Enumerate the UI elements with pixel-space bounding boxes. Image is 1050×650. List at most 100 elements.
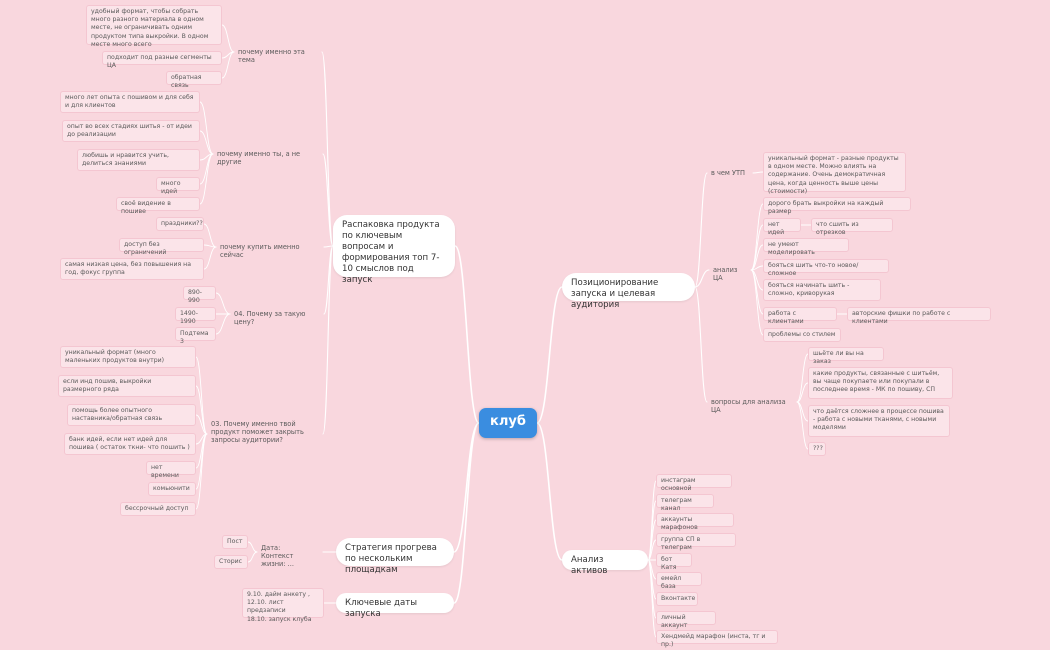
leaf-asset-6[interactable]: емейл база: [656, 572, 702, 590]
subtopic-why-you[interactable]: почему именно ты, а не другие: [217, 150, 301, 167]
root-node[interactable]: клуб: [479, 408, 537, 438]
leaf-product-4[interactable]: банк идей, если нет идей для пошива ( ос…: [64, 433, 196, 455]
connector-yp-3: [195, 414, 208, 435]
connector-pos-utp: [694, 172, 708, 288]
leaf-why-now-3[interactable]: самая низкая цена, без повышения на год,…: [60, 258, 204, 280]
leaf-product-3[interactable]: помощь более опытного наставника/обратна…: [67, 404, 196, 426]
connector-an-1: [750, 203, 764, 271]
leaf-asset-5[interactable]: бот Катя: [656, 553, 692, 571]
leaf-analysis-5[interactable]: бояться начинать шить - сложно, криворук…: [763, 279, 881, 301]
leaf-question-2[interactable]: какие продукты, связанные с шитьём, вы ч…: [808, 367, 953, 399]
leaf-product-1[interactable]: уникальный формат (много маленьких проду…: [60, 346, 196, 368]
subtopic-price[interactable]: 04. Почему за такую цену?: [234, 310, 306, 327]
subtopic-analysis[interactable]: анализ ЦА: [713, 266, 738, 283]
topic-assets[interactable]: Анализ активов: [562, 550, 648, 576]
subtopic-your-product[interactable]: 03. Почему именно твой продукт поможет з…: [211, 420, 304, 445]
leaf-analysis-3[interactable]: не умеют моделировать: [763, 238, 849, 256]
leaf-why-you-3[interactable]: любишь и нравится учить, делиться знания…: [77, 149, 200, 171]
connector-wt-1: [221, 24, 235, 53]
leaf-analysis-6[interactable]: работа с клиентами: [763, 307, 837, 325]
leaf-asset-8[interactable]: личный аккаунт: [656, 611, 716, 629]
leaf-utp[interactable]: уникальный формат - разные продукты в од…: [763, 152, 906, 195]
connector-an-3: [750, 244, 764, 271]
connector-q-2: [796, 382, 809, 403]
connector-wn-3: [203, 246, 217, 270]
connector-root-positioning: [536, 286, 563, 424]
subtopic-why-now[interactable]: почему купить именно сейчас: [220, 243, 300, 260]
topic-warmup[interactable]: Стратегия прогрева по нескольким площадк…: [336, 538, 454, 575]
connector-unpack-4: [322, 245, 334, 435]
leaf-asset-1[interactable]: инстаграм основной: [656, 474, 732, 492]
leaf-why-you-2[interactable]: опыт во всех стадиях шитья - от идеи до …: [62, 120, 200, 142]
leaf-why-you-4[interactable]: много идей: [156, 177, 200, 195]
leaf-analysis-6-child[interactable]: авторские фишки по работе с клиентами: [847, 307, 991, 325]
connector-wy-2: [199, 130, 214, 155]
topic-positioning[interactable]: Позиционирование запуска и целевая аудит…: [562, 273, 695, 310]
connector-root-dates: [453, 422, 480, 604]
connector-yp-7: [195, 433, 208, 510]
connector-root-warmup: [453, 422, 480, 553]
connector-root-assets: [536, 422, 563, 561]
leaf-why-now-1[interactable]: праздники??: [156, 217, 204, 231]
leaf-why-topic-2[interactable]: подходит под разные сегменты ЦА: [102, 51, 222, 69]
connector-yp-2: [195, 385, 208, 435]
connector-yp-1: [195, 356, 208, 435]
leaf-analysis-7[interactable]: проблемы со стилем: [763, 328, 841, 342]
connector-wt-3: [221, 51, 235, 79]
leaf-question-3[interactable]: что даётся сложнее в процессе пошива - р…: [808, 405, 950, 437]
leaf-product-6[interactable]: комьюнити: [148, 482, 196, 496]
connector-unpack-0: [321, 51, 334, 247]
connector-utp-leaf: [752, 171, 764, 174]
connector-q-4: [796, 401, 809, 450]
leaf-warmup-stories[interactable]: Сторис: [214, 555, 248, 569]
connector-pos-analysis: [694, 269, 710, 288]
connector-as-9: [647, 559, 657, 638]
leaf-analysis-4[interactable]: бояться шить что-то новое/сложное: [763, 259, 889, 277]
connector-pr-3: [215, 313, 231, 335]
subtopic-utp[interactable]: в чем УТП: [711, 169, 746, 177]
connector-pr-1: [215, 292, 231, 315]
connector-as-3: [647, 519, 657, 561]
leaf-product-2[interactable]: если инд пошив, выкройки размерного ряда: [58, 375, 196, 397]
leaf-why-topic-3[interactable]: обратная связь: [166, 71, 222, 89]
leaf-why-now-2[interactable]: доступ без ограничений: [119, 238, 204, 256]
leaf-why-topic-1[interactable]: удобный формат, чтобы собрать много разн…: [86, 5, 222, 48]
subtopic-why-topic[interactable]: почему именно эта тема: [238, 48, 305, 65]
connector-an-7: [750, 269, 764, 336]
connector-unpack-1: [322, 153, 334, 247]
connector-as-4: [647, 539, 657, 561]
leaf-asset-2[interactable]: телеграм канал: [656, 494, 714, 512]
leaf-question-1[interactable]: шьёте ли вы на заказ: [808, 347, 884, 365]
connector-an-6: [750, 269, 764, 315]
connector-wn-1: [203, 223, 217, 248]
leaf-product-5[interactable]: нет времени: [146, 461, 196, 479]
connector-wy-5: [199, 153, 214, 205]
leaf-price-1[interactable]: 890-990: [183, 286, 216, 304]
subtopic-warmup-date[interactable]: Дата: Контекст жизни: ...: [261, 544, 294, 569]
connector-an-2: [750, 224, 764, 271]
leaf-asset-4[interactable]: группа СП в телеграм: [656, 533, 736, 551]
leaf-analysis-2-child[interactable]: что сшить из отрезков: [811, 218, 893, 236]
connector-yp-6: [195, 433, 208, 490]
leaf-asset-9[interactable]: Хендмейд марафон (инста, тг и пр.): [656, 630, 778, 648]
leaf-analysis-2[interactable]: нет идей: [763, 218, 801, 236]
leaf-why-you-1[interactable]: много лет опыта с пошивом и для себя и д…: [60, 91, 200, 113]
leaf-dates[interactable]: 9.10. дайм анкету , 12.10. лист предзапи…: [242, 588, 324, 623]
subtopic-questions[interactable]: вопросы для анализа ЦА: [711, 398, 786, 415]
connector-root-unpack: [454, 245, 480, 424]
leaf-asset-3[interactable]: аккаунты марафонов: [656, 513, 734, 531]
topic-unpack[interactable]: Распаковка продукта по ключевым вопросам…: [333, 215, 455, 285]
leaf-price-3[interactable]: Подтема 3: [175, 327, 216, 345]
leaf-asset-7[interactable]: Вконтакте: [656, 592, 698, 606]
leaf-why-you-5[interactable]: своё видение в пошиве: [116, 197, 200, 215]
connector-q-1: [796, 353, 809, 403]
leaf-product-7[interactable]: бессрочный доступ: [120, 502, 196, 516]
leaf-question-4[interactable]: ???: [808, 442, 826, 456]
connector-warm-post: [247, 541, 258, 553]
leaf-warmup-post[interactable]: Пост: [222, 535, 248, 549]
leaf-price-2[interactable]: 1490-1990: [175, 307, 216, 325]
topic-dates[interactable]: Ключевые даты запуска: [336, 593, 454, 619]
leaf-analysis-1[interactable]: дорого брать выкройки на каждый размер: [763, 197, 911, 215]
